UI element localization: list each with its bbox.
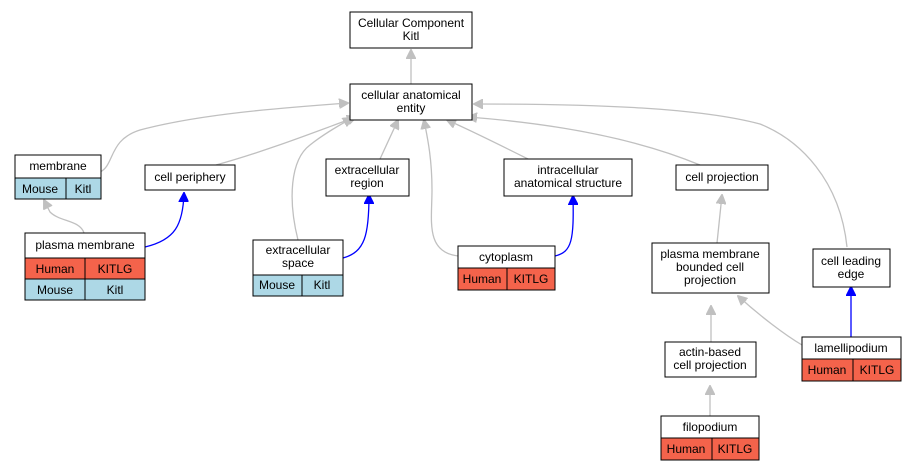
root-gene: Kitl	[403, 29, 420, 43]
node-cell-periphery[interactable]: cell periphery	[144, 164, 236, 191]
node-plasma-membrane-bounded-cell-projection[interactable]: plasma membrane bounded cell projection	[651, 242, 770, 294]
mouse-gene-cell	[65, 177, 102, 200]
node-membrane[interactable]: membrane Mouse Kitl	[14, 154, 102, 200]
node-label: region	[350, 176, 383, 190]
node-label: edge	[838, 267, 865, 281]
node-label: cell projection	[685, 170, 758, 184]
species-label: Human	[36, 262, 75, 276]
edges	[44, 50, 851, 416]
edge-extracellular-space-to-region	[342, 195, 369, 259]
edge-plasma-membrane-to-membrane	[44, 200, 85, 234]
mouse-gene-cell	[301, 274, 344, 297]
node-filopodium[interactable]: filopodium Human KITLG	[660, 415, 760, 461]
node-label: entity	[397, 101, 426, 115]
species-label: Mouse	[37, 283, 73, 297]
gene-label: KITLG	[98, 262, 133, 276]
species-label: Human	[463, 272, 502, 286]
edge-periphery-to-cae	[215, 117, 356, 166]
node-label: lamellipodium	[814, 341, 887, 355]
human-gene-cell	[711, 437, 760, 461]
human-gene-cell	[852, 358, 902, 382]
node-intracellular-anatomical-structure[interactable]: intracellular anatomical structure	[503, 158, 633, 197]
species-label: Mouse	[22, 182, 58, 196]
edge-lamellipodium-to-pmbcp	[738, 296, 803, 346]
edge-extracellular-region-to-cae	[379, 120, 398, 160]
node-label: plasma membrane	[660, 247, 760, 261]
node-cellular-anatomical-entity[interactable]: cellular anatomical entity	[349, 83, 473, 121]
gene-label: KITLG	[860, 363, 895, 377]
species-label: Human	[667, 442, 706, 456]
node-label: filopodium	[683, 420, 738, 434]
node-label: cytoplasm	[479, 250, 533, 264]
node-cell-projection[interactable]: cell projection	[675, 164, 769, 191]
node-cytoplasm[interactable]: cytoplasm Human KITLG	[457, 245, 556, 291]
edge-cytoplasm-to-intracellular	[554, 196, 573, 257]
node-label: cell leading	[821, 254, 881, 268]
node-label: anatomical structure	[514, 176, 622, 190]
node-label: extracellular	[266, 243, 331, 257]
species-label: Human	[808, 363, 847, 377]
edge-leading-edge-to-cae	[474, 104, 848, 248]
edge-pmbcp-to-cell-projection	[717, 195, 722, 244]
node-lamellipodium[interactable]: lamellipodium Human KITLG	[801, 336, 902, 382]
node-plasma-membrane[interactable]: plasma membrane Human KITLG Mouse Kitl	[24, 232, 146, 301]
node-label: projection	[684, 273, 736, 287]
node-label: cellular anatomical	[361, 88, 460, 102]
gene-label: KITLG	[718, 442, 753, 456]
gene-label: Kitl	[75, 182, 92, 196]
root-title: Cellular Component	[358, 16, 465, 30]
node-actin-based-cell-projection[interactable]: actin-based cell projection	[664, 341, 757, 378]
node-label: bounded cell	[676, 260, 744, 274]
edge-intracellular-to-cae	[447, 120, 529, 160]
mouse-gene-cell	[84, 278, 146, 301]
human-gene-cell	[506, 267, 556, 291]
node-label: actin-based	[679, 345, 741, 359]
edge-extracellular-space-to-cae	[291, 118, 352, 241]
gene-label: Kitl	[314, 278, 331, 292]
gene-label: Kitl	[107, 283, 124, 297]
edge-plasma-membrane-to-periphery	[144, 193, 184, 248]
node-label: space	[282, 256, 314, 270]
node-label: cell projection	[673, 358, 746, 372]
gene-label: KITLG	[514, 272, 549, 286]
node-label: plasma membrane	[35, 238, 135, 252]
node-label: membrane	[29, 159, 87, 173]
edge-cell-projection-to-cae	[468, 117, 701, 166]
node-label: intracellular	[537, 163, 598, 177]
node-label: extracellular	[335, 163, 400, 177]
node-extracellular-space[interactable]: extracellular space Mouse Kitl	[252, 239, 344, 297]
edge-cytoplasm-to-cae	[424, 120, 459, 257]
node-label: cell periphery	[154, 170, 225, 184]
species-label: Mouse	[259, 278, 295, 292]
node-cellular-component-root[interactable]: Cellular Component Kitl	[349, 11, 473, 49]
node-cell-leading-edge[interactable]: cell leading edge	[812, 248, 891, 288]
node-extracellular-region[interactable]: extracellular region	[325, 158, 410, 197]
edge-membrane-to-cae	[99, 103, 348, 173]
